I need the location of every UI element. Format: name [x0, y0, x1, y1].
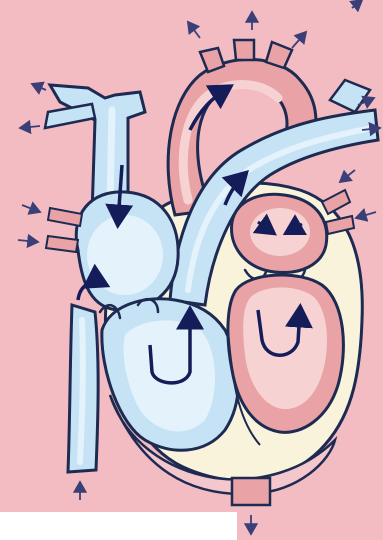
svc-highlight	[110, 110, 112, 205]
ivc-highlight	[80, 320, 83, 462]
left-atrium-inner	[250, 208, 310, 256]
aorta-branch-2	[234, 40, 254, 60]
descending-aorta	[232, 478, 270, 505]
small-vein-2	[46, 236, 78, 252]
white-corner	[0, 512, 237, 540]
